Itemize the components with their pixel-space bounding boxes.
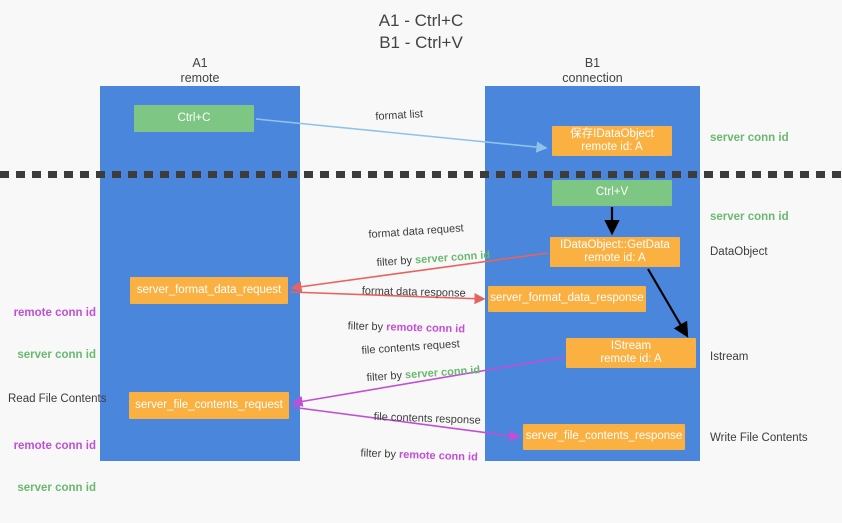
node-idataobject-getdata[interactable]: IDataObject::GetData remote id: A	[550, 237, 680, 267]
annotation-conn-ids-upper: remote conn id server conn id	[10, 278, 96, 390]
filter-value-server-conn-id: server conn id	[414, 249, 491, 267]
annotation-server-conn-id-mid: server conn id	[710, 211, 789, 223]
annotation-read-file-contents: Read File Contents	[8, 393, 107, 405]
filter-prefix: filter by	[360, 447, 400, 461]
diagram-canvas: A1 - Ctrl+C B1 - Ctrl+V A1 remote B1 con…	[0, 11, 842, 494]
arrow-label-file-contents-response: file contents response	[373, 410, 481, 427]
lane-header-b1: B1 connection	[562, 56, 623, 85]
annotation-dataobject: DataObject	[710, 246, 768, 258]
filter-value-remote-conn-id: remote conn id	[398, 448, 478, 464]
filter-prefix: filter by	[376, 254, 416, 270]
arrow-label-file-contents-request-filter: filter by server conn id	[353, 349, 482, 400]
node-save-idataobject[interactable]: 保存IDataObject remote id: A	[552, 126, 672, 156]
arrow-label-format-data-request-filter: filter by server conn id	[363, 234, 492, 285]
page-title: A1 - Ctrl+C B1 - Ctrl+V	[378, 11, 464, 52]
filter-value-remote-conn-id: remote conn id	[386, 321, 466, 336]
annotation-remote-conn-id-lower: remote conn id	[13, 440, 96, 452]
annotation-remote-conn-id-upper: remote conn id	[13, 307, 96, 319]
filter-value-server-conn-id: server conn id	[404, 364, 481, 382]
annotation-write-file-contents: Write File Contents	[710, 432, 808, 444]
arrow-label-format-list: format list	[375, 108, 424, 123]
arrow-label-file-contents-response-filter: filter by remote conn id	[348, 432, 479, 478]
filter-prefix: filter by	[366, 369, 406, 385]
node-server-file-contents-request[interactable]: server_file_contents_request	[129, 392, 289, 419]
lane-header-a1: A1 remote	[180, 56, 220, 85]
node-ctrl-v[interactable]: Ctrl+V	[552, 180, 672, 206]
filter-prefix: filter by	[347, 320, 387, 334]
node-ctrl-c[interactable]: Ctrl+C	[134, 105, 254, 132]
node-server-format-data-response[interactable]: server_format_data_response	[488, 286, 646, 312]
node-server-format-data-request[interactable]: server_format_data_request	[130, 277, 288, 304]
annotation-istream: Istream	[710, 351, 749, 363]
node-istream[interactable]: IStream remote id: A	[566, 338, 696, 368]
annotation-server-conn-id-upper: server conn id	[17, 349, 96, 361]
phase-divider-dashed-line	[0, 171, 842, 178]
arrow-label-format-data-response: format data response	[361, 284, 466, 300]
annotation-conn-ids-lower: remote conn id server conn id	[10, 411, 96, 523]
annotation-server-conn-id-top: server conn id	[710, 132, 789, 144]
annotation-server-conn-id-lower: server conn id	[17, 482, 96, 494]
node-server-file-contents-response[interactable]: server_file_contents_response	[523, 424, 685, 450]
